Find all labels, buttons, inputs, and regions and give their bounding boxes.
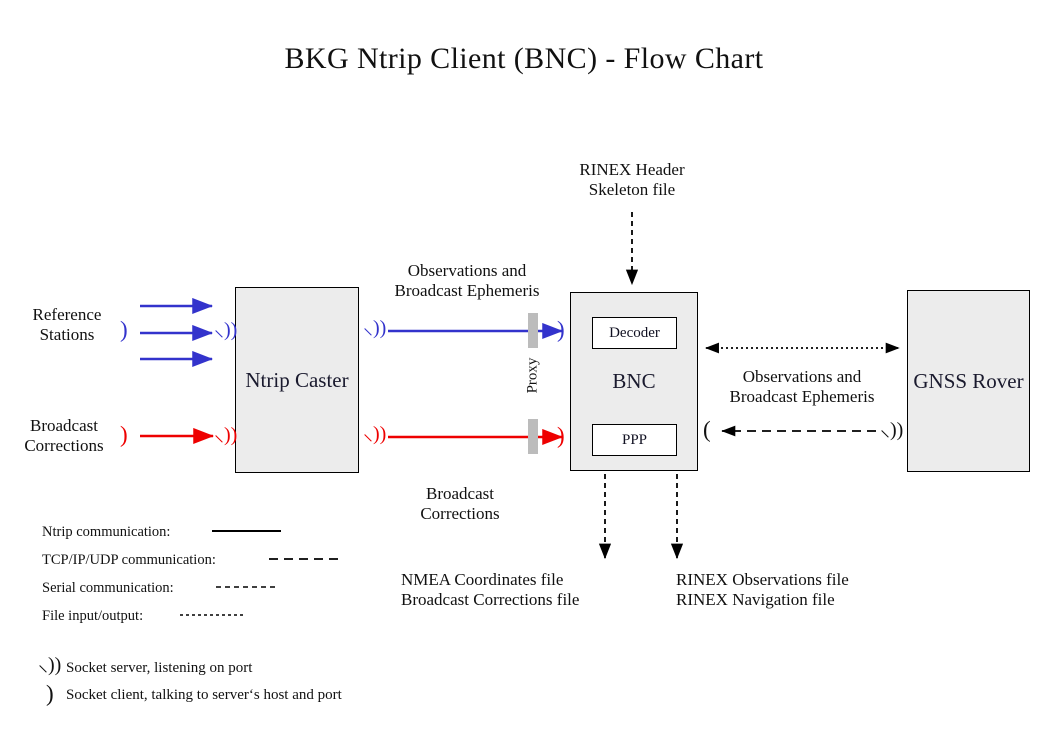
label-observations-ephemeris-top: Observations and Broadcast Ephemeris [394, 261, 540, 301]
node-bnc-decoder[interactable]: Decoder [592, 317, 677, 349]
proxy-bar-bottom [528, 419, 538, 454]
socket-client-icon: ( [703, 417, 711, 442]
node-bnc-decoder-label: Decoder [609, 324, 660, 341]
label-reference-stations: Reference Stations [32, 305, 102, 345]
legend-socket-client-text: Socket client, talking to server‘s host … [66, 687, 342, 703]
socket-server-icon: ⸜)) [880, 419, 904, 441]
node-bnc-ppp[interactable]: PPP [592, 424, 677, 456]
node-bnc-ppp-label: PPP [621, 431, 648, 448]
node-ntrip-caster[interactable]: Ntrip Caster [235, 287, 359, 473]
label-rinex-header-skeleton: RINEX Header Skeleton file [579, 160, 685, 200]
node-gnss-rover-label: GNSS Rover [913, 368, 1024, 393]
proxy-bar-top [528, 313, 538, 348]
socket-client-icon: ) [120, 317, 128, 342]
label-broadcast-corrections-mid: Broadcast Corrections [420, 484, 500, 524]
label-nmea-output: NMEA Coordinates file Broadcast Correcti… [401, 570, 580, 610]
node-ntrip-caster-label: Ntrip Caster [245, 367, 349, 392]
page-title: BKG Ntrip Client (BNC) - Flow Chart [284, 42, 764, 75]
socket-client-icon: ) [557, 423, 565, 448]
label-broadcast-corrections-input: Broadcast Corrections [24, 416, 104, 456]
socket-server-icon: ⸜)) [363, 423, 387, 445]
socket-client-icon: ) [46, 681, 54, 706]
legend-item-ntrip: Ntrip communication: [42, 524, 171, 540]
socket-client-icon: ) [120, 422, 128, 447]
node-gnss-rover[interactable]: GNSS Rover [907, 290, 1030, 472]
proxy-label: Proxy [524, 357, 541, 393]
socket-server-icon: ⸜)) [214, 424, 238, 446]
node-bnc-label: BNC [612, 369, 656, 394]
label-rinex-output: RINEX Observations file RINEX Navigation… [676, 570, 849, 610]
socket-server-icon: ⸜)) [363, 317, 387, 339]
socket-server-icon: ⸜)) [38, 654, 62, 676]
legend-socket-server-text: Socket server, listening on port [66, 660, 253, 676]
socket-server-icon: ⸜)) [214, 319, 238, 341]
label-observations-ephemeris-right: Observations and Broadcast Ephemeris [729, 367, 875, 407]
legend-item-tcpip: TCP/IP/UDP communication: [42, 552, 216, 568]
proxy-label-wrap: Proxy [513, 357, 553, 393]
legend-item-file-io: File input/output: [42, 608, 144, 624]
legend-item-serial: Serial communication: [42, 580, 174, 596]
socket-client-icon: ) [557, 317, 565, 342]
